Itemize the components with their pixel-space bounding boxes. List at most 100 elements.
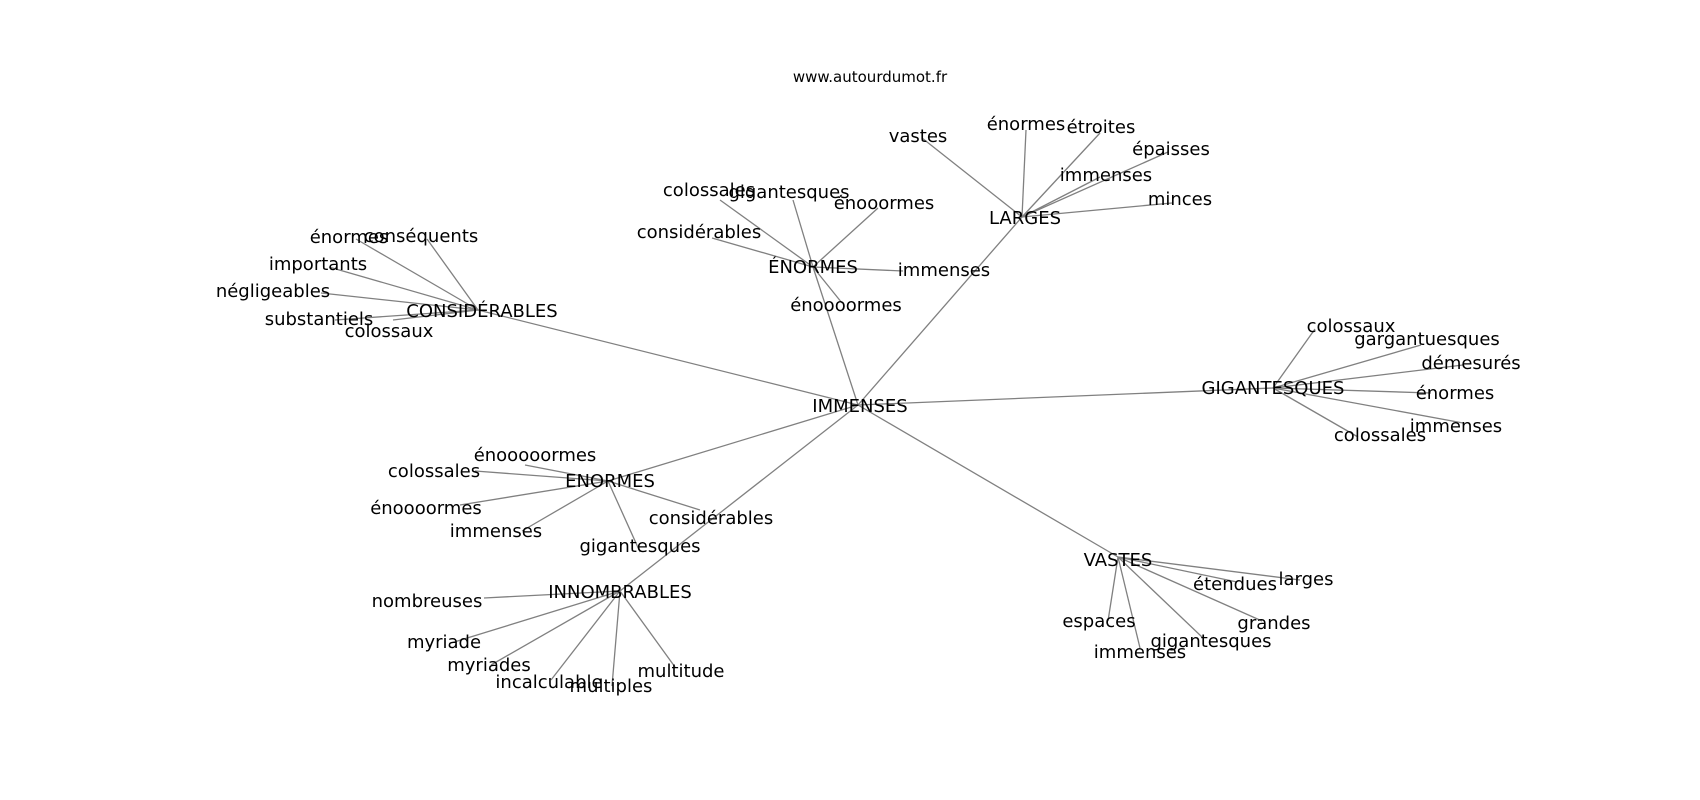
edge-gigantesques-0 <box>1272 328 1316 389</box>
branch-node-considerables: CONSIDÉRABLES <box>406 300 557 322</box>
edge-enormes_left-4 <box>607 480 701 511</box>
center-node-label: IMMENSES <box>812 396 907 417</box>
leaf-node-enormes_left-0: énooooormes <box>474 445 597 466</box>
edge-enormes_left-0 <box>524 464 609 482</box>
leaf-node-considerables-1: conséquents <box>364 226 479 247</box>
edge-vastes-0 <box>1117 556 1301 581</box>
edge-enormes_left-2 <box>459 480 609 506</box>
leaf-node-enormes_top-1: gigantesques <box>728 182 849 203</box>
leaf-node-vastes-4: immenses <box>1094 642 1186 663</box>
edge-gigantesques-2 <box>1272 364 1464 389</box>
graph-labels: IMMENSESÉNORMEScolossalesgigantesqueséno… <box>216 114 1521 697</box>
edge-considerables-2 <box>328 266 479 311</box>
edge-enormes_top-3 <box>711 237 814 268</box>
edge-vastes-3 <box>1107 556 1119 622</box>
edge-enormes_top-4 <box>812 266 904 272</box>
leaf-node-innombrables-2: myriades <box>447 655 531 676</box>
leaf-node-vastes-2: grandes <box>1237 613 1310 634</box>
leaf-node-gigantesques-0: colossaux <box>1307 316 1396 337</box>
graph-edges <box>320 129 1464 687</box>
edge-enormes_top-2 <box>812 207 879 268</box>
leaf-node-larges-2: étroites <box>1067 117 1136 138</box>
edge-center-innombrables <box>619 404 859 592</box>
edge-enormes_top-5 <box>812 266 843 304</box>
edge-larges-2 <box>1021 132 1101 218</box>
leaf-node-larges-5: minces <box>1148 189 1212 210</box>
leaf-node-enormes_left-5: gigantesques <box>579 536 700 557</box>
branch-node-enormes_left: ENORMES <box>565 471 655 492</box>
leaf-node-vastes-0: larges <box>1279 569 1334 590</box>
edge-vastes-4 <box>1117 556 1141 649</box>
leaf-node-gigantesques-1: gargantuesques <box>1354 329 1500 350</box>
leaf-node-larges-3: épaisses <box>1132 139 1210 160</box>
branch-node-enormes_top: ÉNORMES <box>768 256 858 278</box>
leaf-node-considerables-5: colossaux <box>345 321 434 342</box>
leaf-node-considerables-4: substantiels <box>265 309 374 330</box>
edge-enormes_top-1 <box>792 199 814 268</box>
edge-innombrables-4 <box>611 590 621 687</box>
edge-innombrables-0 <box>483 590 621 599</box>
leaf-node-innombrables-1: myriade <box>407 632 481 653</box>
leaf-node-considerables-0: énormes <box>310 227 389 248</box>
edge-innombrables-3 <box>550 590 621 681</box>
leaf-node-vastes-3: espaces <box>1062 611 1135 632</box>
edge-gigantesques-5 <box>1272 387 1359 438</box>
edge-center-gigantesques <box>857 387 1274 406</box>
edge-larges-0 <box>921 137 1023 218</box>
leaf-node-gigantesques-4: immenses <box>1410 416 1502 437</box>
edge-gigantesques-4 <box>1272 387 1464 424</box>
edge-considerables-4 <box>334 309 479 321</box>
branch-node-gigantesques: GIGANTESQUES <box>1202 378 1345 399</box>
edge-vastes-1 <box>1117 556 1238 583</box>
leaf-node-innombrables-0: nombreuses <box>372 591 483 612</box>
leaf-node-enormes_left-2: énoooormes <box>370 498 482 519</box>
leaf-node-enormes_top-3: considérables <box>637 222 762 243</box>
edge-larges-4 <box>1021 176 1101 218</box>
leaf-node-innombrables-3: incalculable <box>495 672 602 693</box>
edge-enormes_left-3 <box>521 480 609 532</box>
edge-considerables-3 <box>320 292 479 311</box>
branch-node-innombrables: INNOMBRABLES <box>548 582 692 603</box>
edge-larges-3 <box>1021 151 1169 218</box>
leaf-node-innombrables-5: multitude <box>638 661 725 682</box>
source-url: www.autourdumot.fr <box>793 68 948 86</box>
edge-enormes_left-1 <box>474 470 609 482</box>
leaf-node-gigantesques-3: énormes <box>1416 383 1495 404</box>
edge-considerables-1 <box>426 238 479 311</box>
edge-gigantesques-3 <box>1272 387 1432 394</box>
edge-center-larges <box>857 216 1023 406</box>
edge-larges-5 <box>1021 202 1173 218</box>
edge-vastes-5 <box>1117 556 1203 638</box>
leaf-node-enormes_left-4: considérables <box>649 508 774 529</box>
leaf-node-vastes-1: étendues <box>1193 574 1277 595</box>
leaf-node-innombrables-4: multiples <box>570 676 653 697</box>
edge-considerables-0 <box>355 238 479 311</box>
leaf-node-enormes_top-4: immenses <box>898 260 990 281</box>
leaf-node-vastes-5: gigantesques <box>1150 631 1271 652</box>
leaf-node-enormes_left-1: colossales <box>388 461 480 482</box>
edge-center-enormes_left <box>607 404 859 482</box>
leaf-node-considerables-2: importants <box>269 254 367 275</box>
leaf-node-enormes_left-3: immenses <box>450 521 542 542</box>
edge-innombrables-1 <box>450 590 621 644</box>
leaf-node-considerables-3: négligeables <box>216 281 330 302</box>
branch-node-vastes: VASTES <box>1084 550 1153 571</box>
leaf-node-larges-1: énormes <box>987 114 1066 135</box>
edge-center-enormes_top <box>812 266 859 406</box>
leaf-node-gigantesques-2: démesurés <box>1421 353 1520 374</box>
leaf-node-gigantesques-5: colossales <box>1334 425 1426 446</box>
edge-center-considerables <box>477 309 859 406</box>
edge-vastes-2 <box>1117 556 1263 622</box>
edge-center-vastes <box>857 404 1119 558</box>
edge-gigantesques-1 <box>1272 344 1422 389</box>
edge-enormes_left-5 <box>607 480 641 553</box>
leaf-node-enormes_top-5: énoooormes <box>790 295 902 316</box>
leaf-node-larges-4: immenses <box>1060 165 1152 186</box>
leaf-node-enormes_top-0: colossales <box>663 180 755 201</box>
branch-node-larges: LARGES <box>989 208 1061 229</box>
edge-larges-1 <box>1021 129 1027 218</box>
leaf-node-enormes_top-2: énooormes <box>834 193 935 214</box>
edge-innombrables-2 <box>490 590 621 666</box>
edge-enormes_top-0 <box>719 199 814 268</box>
